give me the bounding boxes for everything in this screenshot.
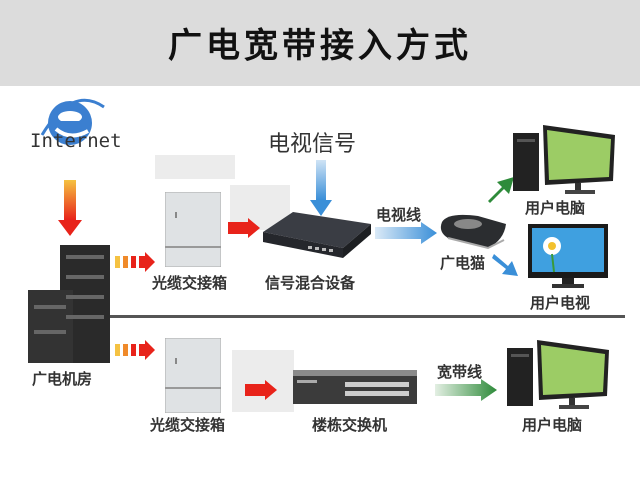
- signal-mixer-icon: [263, 212, 371, 258]
- up-right-arrow-icon: [488, 177, 514, 203]
- fiber-cabinet-icon: [165, 192, 221, 267]
- bottom-user-pc-label: 用户电脑: [522, 416, 583, 434]
- broadband-cable-label: 宽带线: [437, 363, 483, 381]
- internet-explorer-icon: [40, 98, 105, 145]
- down-arrow-icon: [58, 180, 82, 236]
- down-right-arrow-icon: [492, 254, 518, 276]
- placeholder-box: [232, 350, 294, 412]
- top-cabinet-label: 光缆交接箱: [152, 274, 228, 292]
- switch-label: 楼栋交换机: [312, 416, 388, 434]
- down-arrow-icon: [310, 160, 332, 216]
- television-icon: [528, 224, 608, 288]
- fiber-cabinet-icon: [165, 338, 221, 413]
- modem-icon: [440, 214, 506, 250]
- top-user-pc-label: 用户电脑: [525, 199, 586, 217]
- tv-cable-label: 电视线: [376, 206, 422, 224]
- modem-label: 广电猫: [440, 254, 486, 272]
- divider-line: [110, 315, 625, 318]
- title-banner: [0, 0, 640, 86]
- server-room-label: 广电机房: [32, 370, 93, 388]
- bottom-cabinet-label: 光缆交接箱: [150, 416, 226, 434]
- right-arrow-icon: [228, 218, 260, 238]
- right-arrow-icon: [245, 380, 277, 400]
- internet-label: Internet: [30, 130, 122, 152]
- user-tv-label: 用户电视: [530, 294, 591, 312]
- right-arrow-icon: [115, 252, 155, 272]
- desktop-computer-icon: [513, 125, 615, 194]
- tv-signal-label: 电视信号: [268, 132, 357, 157]
- right-arrow-icon: [375, 222, 437, 244]
- page-title: 广电宽带接入方式: [168, 26, 472, 66]
- network-switch-icon: [293, 370, 417, 404]
- mixer-label: 信号混合设备: [265, 274, 356, 292]
- placeholder-box: [155, 155, 235, 179]
- right-arrow-icon: [115, 340, 155, 360]
- desktop-computer-icon: [507, 340, 609, 409]
- server-rack-icon: [28, 245, 110, 363]
- right-arrow-icon: [435, 379, 497, 401]
